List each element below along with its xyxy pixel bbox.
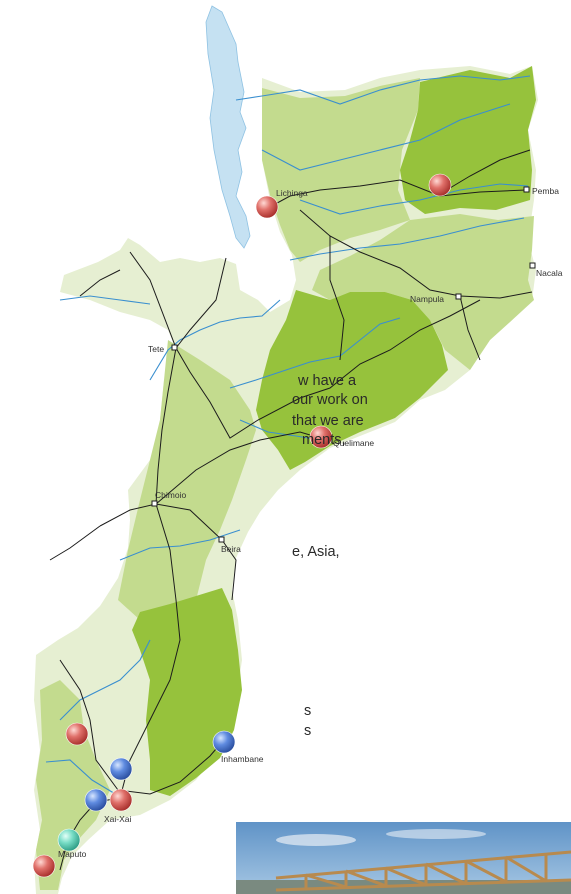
rivers xyxy=(45,75,531,801)
city-labels: Lichinga Pemba Nacala Nampula Tete Queli… xyxy=(58,186,563,859)
city-square-markers xyxy=(151,186,536,543)
maputo-red-marker[interactable] xyxy=(32,854,56,878)
city-label-xai-xai: Xai-Xai xyxy=(104,814,132,824)
pemba-marker xyxy=(523,186,530,193)
maputo-teal-marker[interactable] xyxy=(57,828,81,852)
bridge-photo-image xyxy=(236,822,571,894)
city-label-nampula: Nampula xyxy=(410,294,444,304)
city-label-nacala: Nacala xyxy=(536,268,563,278)
body-text-line-2: our work on xyxy=(292,392,368,408)
quelimane-red-marker[interactable] xyxy=(309,425,333,449)
nacala-marker xyxy=(529,262,536,269)
body-text-line-1: w have a xyxy=(298,373,357,389)
body-text-line-3: that we are xyxy=(292,413,364,429)
city-label-pemba: Pemba xyxy=(532,186,559,196)
body-text-line-5: e, Asia, xyxy=(292,544,340,560)
city-label-chimoio: Chimoio xyxy=(155,490,186,500)
chimoio-marker xyxy=(151,500,158,507)
lichinga-red-marker[interactable] xyxy=(255,195,279,219)
tete-marker xyxy=(171,344,178,351)
roads xyxy=(49,149,533,871)
body-text-line-4: ments, xyxy=(302,432,346,448)
city-label-quelimane: Quelimane xyxy=(333,438,374,448)
xai-xai-red-marker[interactable] xyxy=(109,788,133,812)
city-label-lichinga: Lichinga xyxy=(276,188,308,198)
province-dark-zambezia xyxy=(256,290,448,470)
project-markers xyxy=(32,173,452,878)
city-label-inhambane: Inhambane xyxy=(221,754,264,764)
nampula-marker xyxy=(455,293,462,300)
city-label-tete: Tete xyxy=(148,344,164,354)
bridge-photo xyxy=(236,822,571,894)
body-text-line-6: s xyxy=(304,703,312,719)
province-mid-south xyxy=(36,680,110,890)
city-label-beira: Beira xyxy=(221,544,241,554)
xai-xai-blue-marker[interactable] xyxy=(84,788,108,812)
province-mid-north xyxy=(262,78,420,262)
cabo-delgado-red-marker[interactable] xyxy=(428,173,452,197)
city-label-maputo: Maputo xyxy=(58,849,87,859)
beira-marker xyxy=(218,536,225,543)
gaza-blue-marker[interactable] xyxy=(109,757,133,781)
lake-malawi xyxy=(205,5,251,249)
province-mid-central xyxy=(118,340,256,620)
province-mid-east xyxy=(312,214,534,370)
gaza-red-marker[interactable] xyxy=(65,722,89,746)
inhambane-blue-marker[interactable] xyxy=(212,730,236,754)
body-text-line-7: s xyxy=(304,723,312,739)
